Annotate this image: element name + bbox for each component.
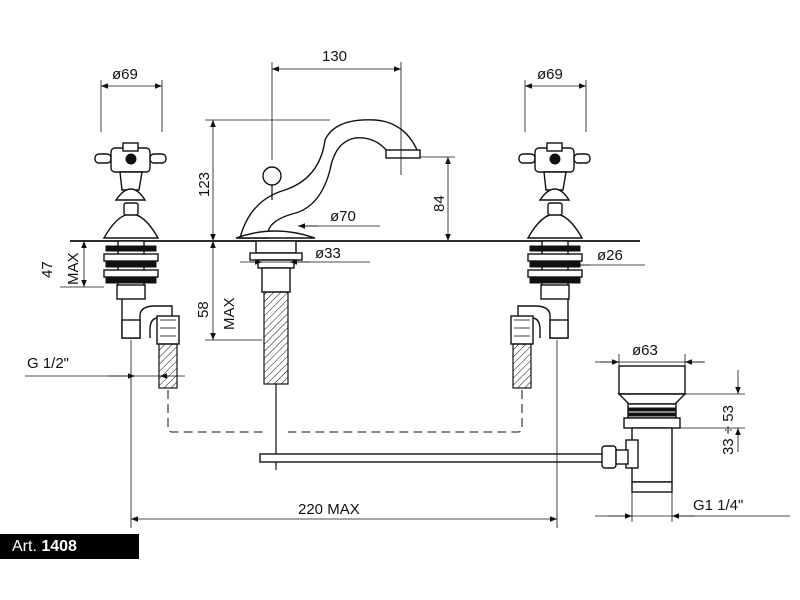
dim-spout-base-diameter: ø70 <box>330 208 356 225</box>
dim-handle-left-diameter: ø69 <box>112 66 138 83</box>
right-valve <box>510 142 591 389</box>
connection-left <box>167 390 264 433</box>
dim-handle-right-diameter: ø69 <box>537 66 563 83</box>
article-prefix: Art. <box>12 538 37 555</box>
article-number: 1408 <box>41 538 77 555</box>
dim-waste-flange-diameter: ø63 <box>632 342 658 359</box>
dim-overall-width: 220 MAX <box>298 501 360 518</box>
dim-deck-thickness-left-max: MAX <box>65 252 82 285</box>
dim-waste-range: 33 ÷ 53 <box>720 405 737 455</box>
spout-icon <box>235 119 421 470</box>
dim-waste-thread: G1 1/4" <box>693 497 743 514</box>
cross-handle-icon <box>94 142 167 239</box>
dim-spout-outlet-height: 84 <box>431 195 448 212</box>
dim-valve-shank-diameter: ø26 <box>597 247 623 264</box>
dim-deck-thickness-left: 47 <box>39 261 56 278</box>
dim-spout-shank-diameter: ø33 <box>315 245 341 262</box>
dim-spout-shank-length: 58 <box>195 301 212 318</box>
dim-spout-shank-length-max: MAX <box>221 297 238 330</box>
article-label: Art. 1408 <box>0 534 139 559</box>
dim-spout-height: 123 <box>196 172 213 197</box>
left-valve <box>94 142 180 389</box>
pop-up-waste-icon <box>259 365 687 493</box>
cross-handle-icon <box>518 142 591 239</box>
dim-spout-spacing: 130 <box>322 48 347 65</box>
connection-right <box>288 390 523 433</box>
dim-inlet-thread: G 1/2" <box>27 355 69 372</box>
